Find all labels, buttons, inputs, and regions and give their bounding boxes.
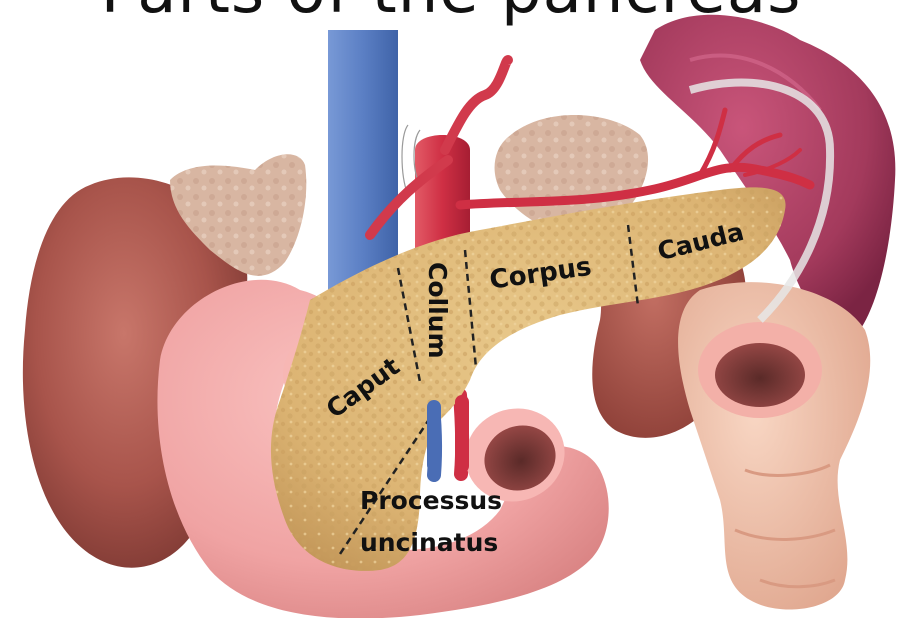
label-collum: Collum [425, 262, 450, 359]
descending-colon [678, 282, 870, 609]
label-processus: Processus [360, 488, 502, 513]
label-uncinatus: uncinatus [360, 530, 498, 555]
